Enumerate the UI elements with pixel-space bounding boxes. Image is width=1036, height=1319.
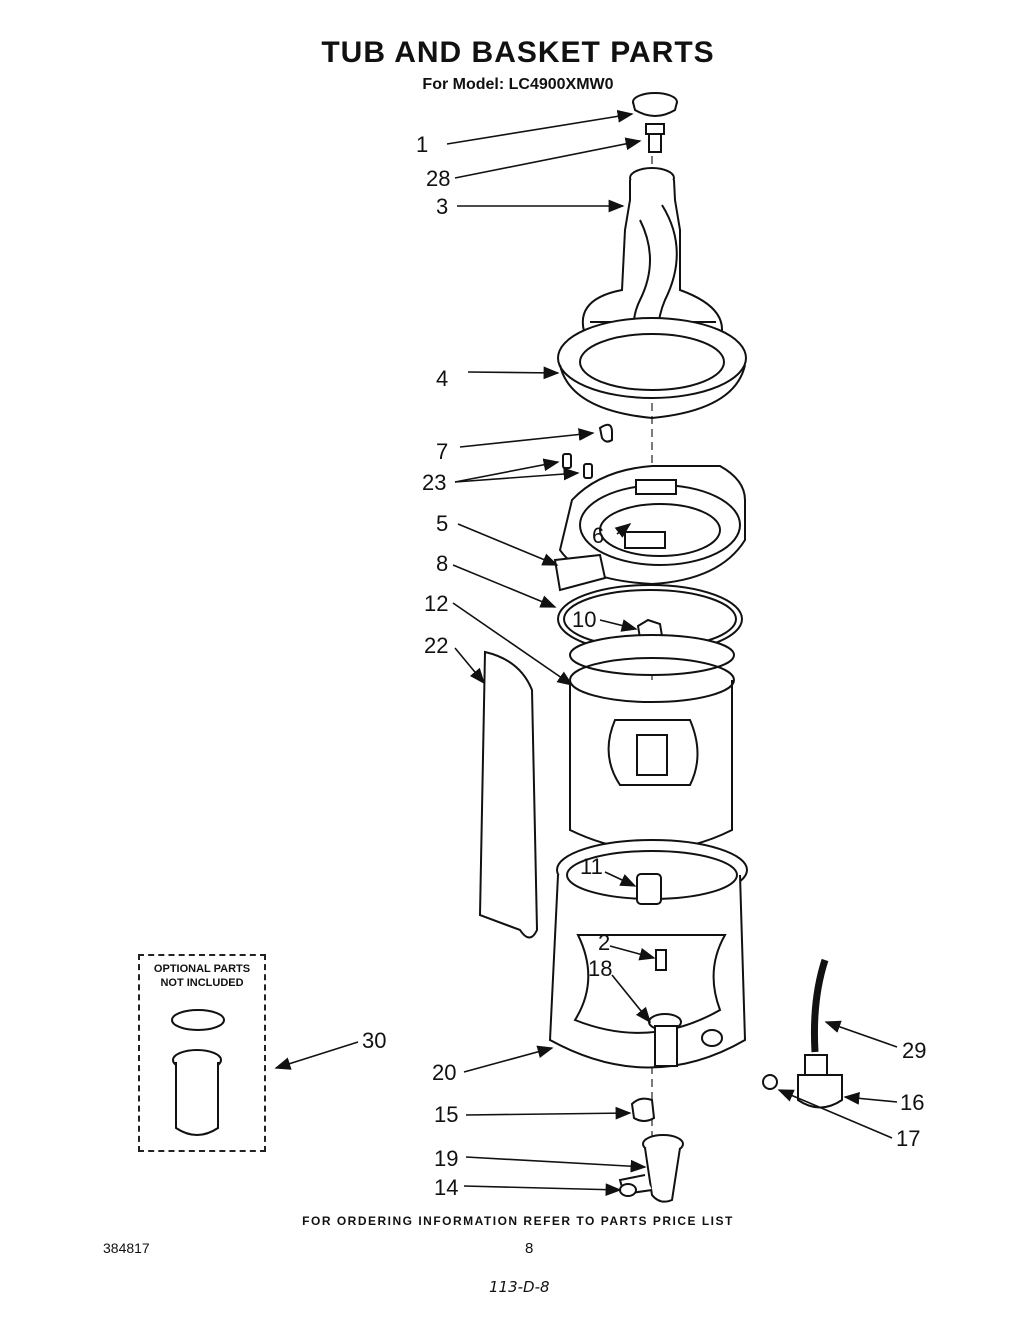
part-optional-filter [171, 1009, 225, 1136]
part-screw [655, 949, 667, 971]
callout-19: 19 [434, 1146, 458, 1171]
part-bolt [645, 123, 665, 153]
part-cap [632, 92, 678, 117]
part-small-clip-b [583, 463, 593, 479]
callout-17: 17 [896, 1126, 920, 1151]
callout-15: 15 [434, 1102, 458, 1127]
model-subtitle: For Model: LC4900XMW0 [422, 76, 614, 93]
callout-14: 14 [434, 1175, 458, 1200]
callout-18: 18 [588, 956, 612, 981]
part-drain-elbow [618, 1134, 684, 1203]
document-number: 384817 [103, 1240, 150, 1256]
optional-parts-line2: NOT INCLUDED [160, 977, 244, 989]
part-basket-ring [557, 317, 747, 420]
optional-parts-line1: OPTIONAL PARTS [153, 963, 251, 975]
part-clamp [619, 1183, 637, 1197]
optional-parts-box: OPTIONAL PARTS NOT INCLUDED [138, 954, 266, 1152]
handwritten-code: 113-D-8 [489, 1278, 550, 1296]
callout-8: 8 [436, 551, 448, 576]
callout-10: 10 [572, 607, 596, 632]
callout-5: 5 [436, 511, 448, 536]
part-pump-seal [648, 1013, 682, 1067]
callout-2: 2 [598, 930, 610, 955]
callout-11: 11 [580, 854, 603, 879]
ordering-info-note: FOR ORDERING INFORMATION REFER TO PARTS … [302, 1214, 734, 1228]
part-small-clip-a [562, 453, 572, 469]
page-number: 8 [525, 1240, 534, 1257]
callout-12: 12 [424, 591, 448, 616]
part-grommet [630, 1097, 656, 1122]
callout-23: 23 [422, 470, 446, 495]
callout-29: 29 [902, 1038, 926, 1063]
callout-20: 20 [432, 1060, 456, 1085]
part-inner-basket [569, 634, 735, 851]
diagram-title: TUB AND BASKET PARTS [321, 36, 715, 69]
callout-22: 22 [424, 633, 448, 658]
callout-7: 7 [436, 439, 448, 464]
part-washer [762, 1074, 778, 1090]
callout-16: 16 [900, 1090, 924, 1115]
callout-1: 1 [416, 132, 428, 157]
part-tub-cover [553, 465, 746, 592]
callout-6: 6 [592, 523, 604, 548]
callout-4: 4 [436, 366, 448, 391]
part-spring [636, 873, 662, 905]
callout-3: 3 [436, 194, 448, 219]
part-hose [810, 958, 829, 1053]
part-pump [797, 1054, 843, 1109]
callout-28: 28 [426, 166, 450, 191]
optional-parts-title: OPTIONAL PARTS NOT INCLUDED [140, 962, 264, 990]
callout-30: 30 [362, 1028, 386, 1053]
part-bag [478, 650, 539, 939]
part-outer-tub [548, 839, 748, 1069]
part-clip [598, 423, 613, 443]
